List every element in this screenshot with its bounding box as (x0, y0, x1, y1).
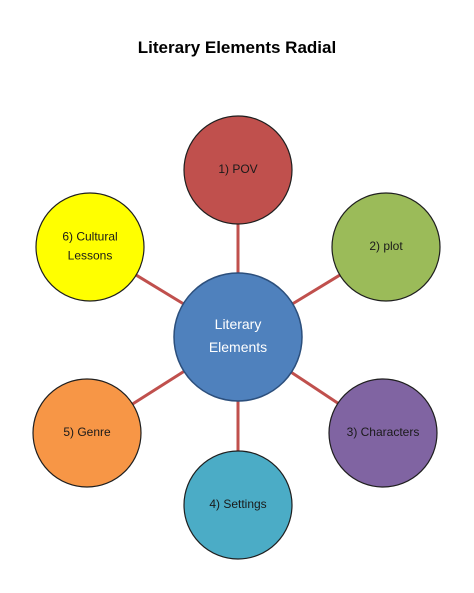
node-circle-1-pov (183, 115, 293, 225)
node-circle-6-cultural-lessons (35, 192, 145, 302)
node-3-characters: 3) Characters (328, 378, 438, 488)
node-label-1-pov-line-1: 1) POV (218, 162, 257, 176)
connector-5-genre (131, 370, 185, 406)
node-label-3-characters-line-1: 3) Characters (347, 425, 420, 439)
node-1-pov: 1) POV (183, 115, 293, 225)
node-label-2-plot-line-1: 2) plot (369, 239, 403, 253)
connector-6-cultural-lessons (135, 273, 185, 306)
node-circle-4-settings (183, 450, 293, 560)
connectors-group (131, 224, 341, 451)
connector-2-plot (291, 273, 341, 306)
center-label-line-2: Elements (209, 339, 267, 355)
center-circle (173, 272, 303, 402)
node-5-genre: 5) Genre (32, 378, 142, 488)
node-circle-5-genre (32, 378, 142, 488)
outer-nodes-group: 1) POV 2) plot 3) Characters 4) Settings 5) … (32, 115, 441, 560)
node-circle-3-characters (328, 378, 438, 488)
node-circle-2-plot (331, 192, 441, 302)
node-label-6-cultural-lessons-line-2: Lessons (68, 249, 113, 263)
diagram-title: Literary Elements Radial (137, 38, 337, 57)
node-4-settings: 4) Settings (183, 450, 293, 560)
connector-3-characters (290, 371, 339, 405)
node-label-5-genre-line-1: 5) Genre (63, 425, 111, 439)
node-2-plot: 2) plot (331, 192, 441, 302)
node-label-4-settings-line-1: 4) Settings (209, 497, 266, 511)
node-label-6-cultural-lessons-line-1: 6) Cultural (62, 230, 117, 244)
center-label-line-1: Literary (215, 316, 262, 332)
